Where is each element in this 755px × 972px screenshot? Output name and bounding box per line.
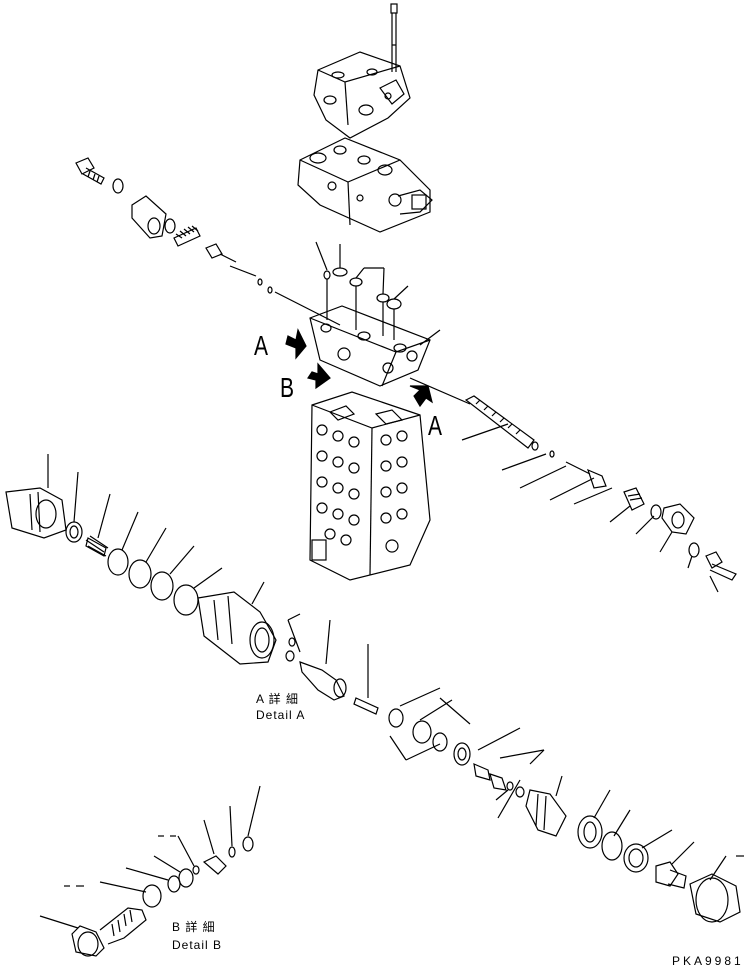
callout-view-b: B bbox=[280, 372, 295, 403]
detail-a-label-en: Detail A bbox=[256, 708, 306, 722]
right-spool-assembly bbox=[409, 377, 737, 593]
top-cover bbox=[313, 51, 411, 139]
drawing-code: PKA9981 bbox=[672, 954, 744, 968]
arrow-a-left-icon bbox=[285, 328, 307, 360]
lower-valve-block bbox=[309, 391, 431, 581]
callout-view-a-left: A bbox=[254, 330, 269, 361]
main-valve-block bbox=[285, 241, 441, 408]
upper-left-hardware bbox=[75, 157, 341, 326]
top-bolt bbox=[390, 3, 398, 72]
upper-valve-section bbox=[297, 137, 433, 233]
detail-b-parts bbox=[39, 785, 261, 957]
detail-a-label-jp: A 詳 細 bbox=[256, 692, 300, 706]
callout-view-a-right: A bbox=[428, 410, 443, 441]
detail-a-continuation bbox=[388, 687, 744, 923]
arrow-b-icon bbox=[307, 362, 331, 390]
detail-a-parts bbox=[5, 454, 379, 715]
detail-b-label-jp: B 詳 細 bbox=[172, 920, 216, 934]
detail-b-label-en: Detail B bbox=[172, 938, 223, 952]
arrow-a-right-icon bbox=[409, 385, 433, 408]
